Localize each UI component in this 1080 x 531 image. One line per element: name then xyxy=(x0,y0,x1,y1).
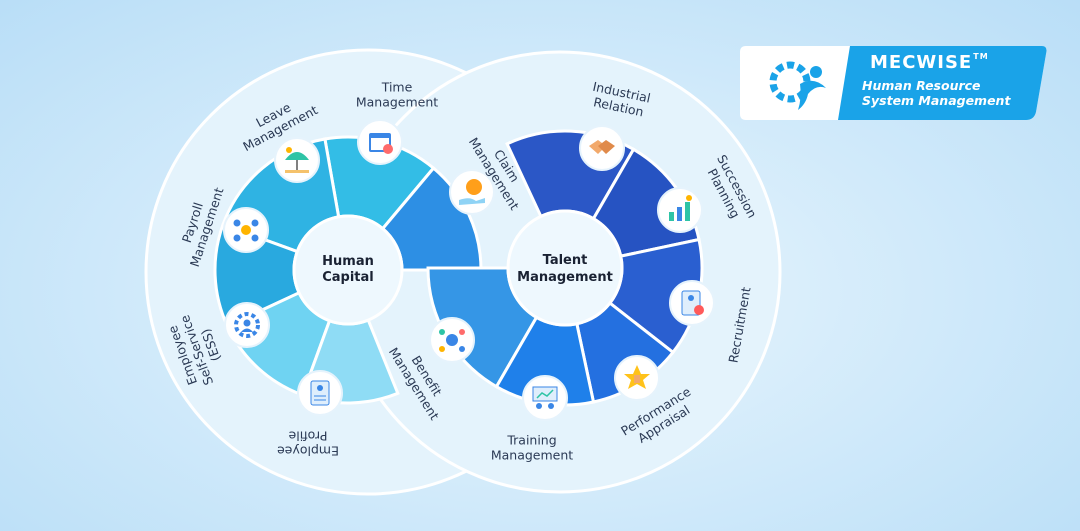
brand-badge xyxy=(740,46,1047,120)
star-hand-icon xyxy=(614,355,660,401)
brand-tagline-line2: System Management xyxy=(862,93,1011,108)
growth-chart-icon xyxy=(657,187,703,233)
human-capital-line1: Human xyxy=(322,254,374,269)
brand-name-text: MECWISE xyxy=(870,52,973,73)
handshake-icon xyxy=(579,125,625,171)
talent-management-line1: Talent xyxy=(543,253,588,268)
money-hand-icon xyxy=(449,169,495,215)
label-line: Time xyxy=(381,80,413,95)
beach-umbrella-icon xyxy=(274,137,320,183)
human-capital-hub xyxy=(292,214,404,326)
user-gear-icon xyxy=(224,302,270,348)
resume-check-icon xyxy=(669,280,715,326)
brand-tagline: Human Resource System Management xyxy=(862,78,1042,108)
calendar-icon xyxy=(357,119,403,165)
payroll-cycle-icon xyxy=(223,207,269,253)
talent-management-hub xyxy=(506,209,624,327)
label-line: Training xyxy=(506,433,556,448)
brand-tagline-line1: Human Resource xyxy=(862,78,981,93)
brand-name: MECWISETM xyxy=(870,52,989,73)
mecwise-logo-icon xyxy=(769,61,826,110)
benefit-network-icon xyxy=(429,317,475,363)
brand-trademark: TM xyxy=(973,52,989,61)
label-line: Management xyxy=(356,95,438,110)
brand-panel xyxy=(838,46,1047,120)
human-capital-line2: Capital xyxy=(322,270,374,285)
presentation-icon xyxy=(522,375,568,421)
profile-document-icon xyxy=(297,370,343,416)
label-employee-profile: EmployeeProfile xyxy=(277,429,339,459)
talent-management-line2: Management xyxy=(517,270,613,285)
label-line: Employee xyxy=(277,444,339,459)
module-icons xyxy=(223,119,715,421)
hubs: Human Capital Talent Management xyxy=(292,209,624,327)
label-line: Management xyxy=(491,448,573,463)
label-line: Profile xyxy=(288,429,327,444)
